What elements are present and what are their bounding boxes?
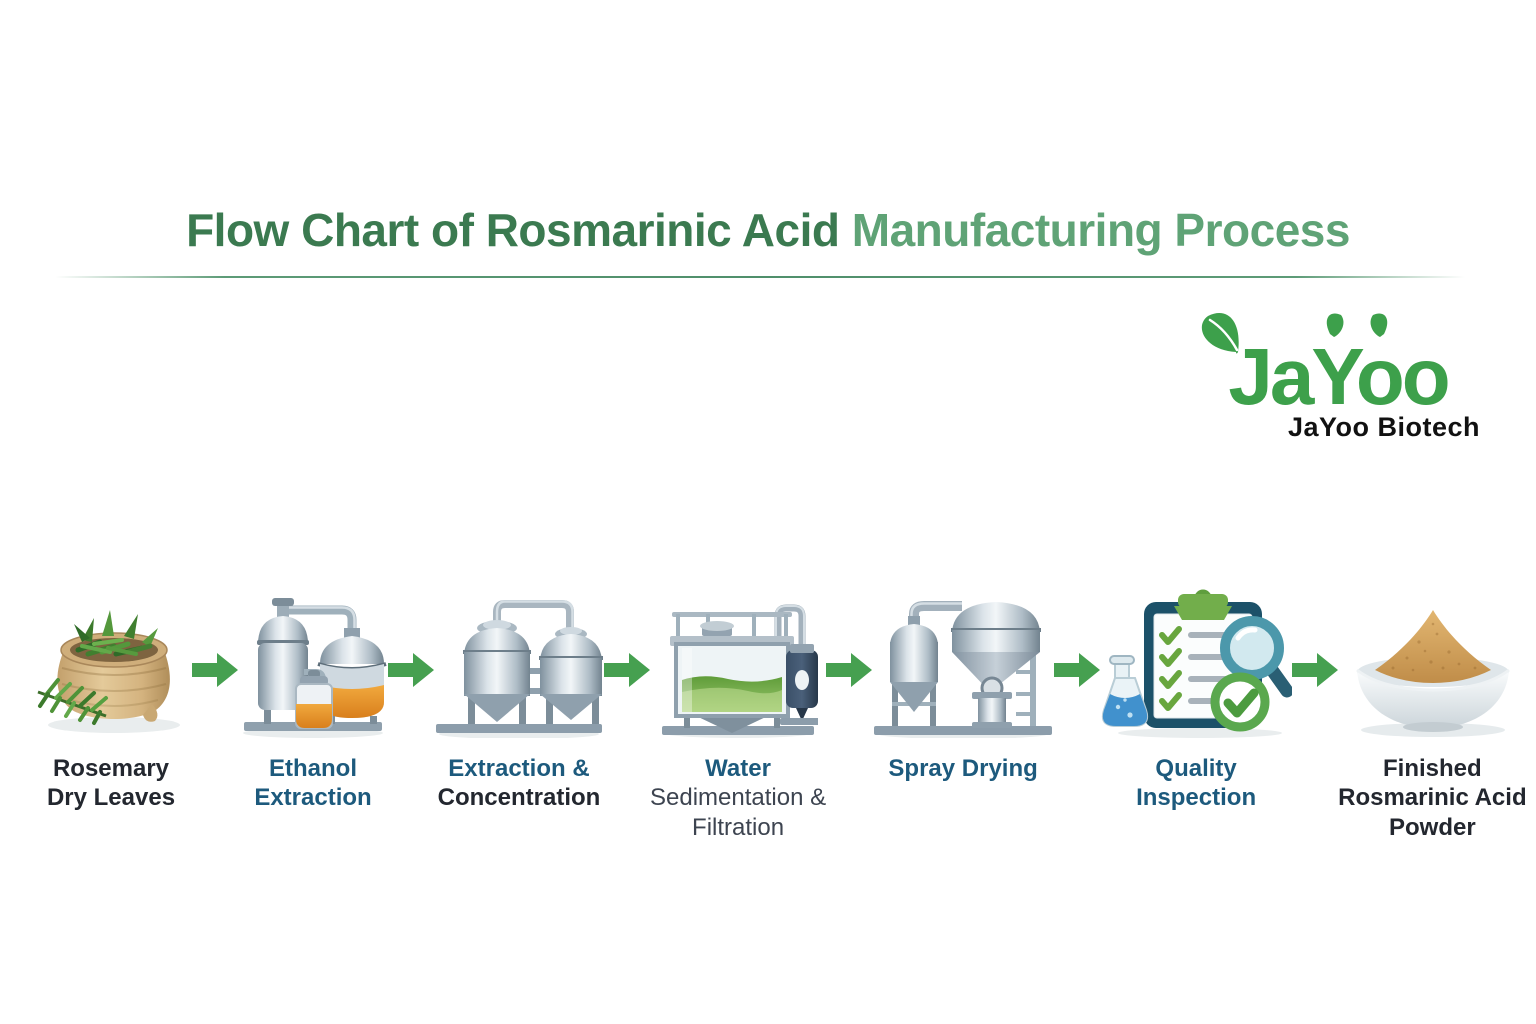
extraction-tanks-icon: [434, 566, 604, 738]
process-flow: Rosemary Dry Leaves: [30, 566, 1527, 842]
spray-dryer-icon: [872, 566, 1054, 738]
sedimentation-tank-icon: [658, 566, 819, 738]
step-label: Extraction & Concentration: [437, 755, 601, 812]
flow-arrow-icon: [192, 653, 238, 687]
flow-arrow-icon: [388, 653, 434, 687]
company-logo: JaYoo JaYoo Biotech: [1188, 308, 1488, 443]
rosemary-bag-icon: [30, 566, 192, 738]
step-water-sedimentation: Water Sedimentation & Filtration: [650, 566, 826, 842]
step-extraction-concentration: Extraction & Concentration: [434, 566, 604, 813]
quality-inspection-icon: [1100, 566, 1293, 738]
step-finished-powder: Finished Rosmarinic Acid Powder: [1338, 566, 1527, 842]
flask-icon: [1101, 655, 1149, 727]
step-spray-drying: Spray Drying: [872, 566, 1054, 783]
leaf-icon: [1201, 313, 1239, 354]
flow-arrow-icon: [604, 653, 650, 687]
flow-arrow-icon: [826, 653, 873, 687]
title-divider: [55, 276, 1465, 278]
step-label: Water Sedimentation & Filtration: [650, 755, 827, 841]
flow-arrow-icon: [1292, 653, 1339, 687]
step-label: Quality Inspection: [1136, 755, 1257, 812]
jayoo-logo-icon: JaYoo: [1201, 313, 1451, 420]
check-badge-icon: [1210, 672, 1270, 732]
step-label: Finished Rosmarinic Acid Powder: [1338, 755, 1527, 841]
ethanol-extraction-tanks-icon: [238, 566, 388, 738]
step-ethanol-extraction: Ethanol Extraction: [238, 566, 388, 813]
title-part-1: Flow Chart of Rosmarinic Acid: [186, 204, 840, 256]
page-title: Flow Chart of Rosmarinic Acid Manufactur…: [0, 205, 1536, 256]
flow-arrow-icon: [1054, 653, 1101, 687]
svg-text:JaYoo: JaYoo: [1228, 332, 1447, 420]
logo-subtitle: JaYoo Biotech: [1287, 412, 1480, 442]
powder-bowl-icon: [1341, 566, 1523, 738]
title-part-2: Manufacturing Process: [839, 204, 1351, 256]
step-rosemary-dry-leaves: Rosemary Dry Leaves: [30, 566, 192, 813]
magnifier-icon: [1220, 616, 1293, 698]
step-quality-inspection: Quality Inspection: [1100, 566, 1293, 813]
step-label: Ethanol Extraction: [254, 755, 372, 812]
leaf-ear-right-icon: [1370, 313, 1388, 337]
step-label: Rosemary Dry Leaves: [46, 755, 176, 812]
leaf-ear-left-icon: [1326, 313, 1344, 337]
step-label: Spray Drying: [888, 755, 1038, 782]
